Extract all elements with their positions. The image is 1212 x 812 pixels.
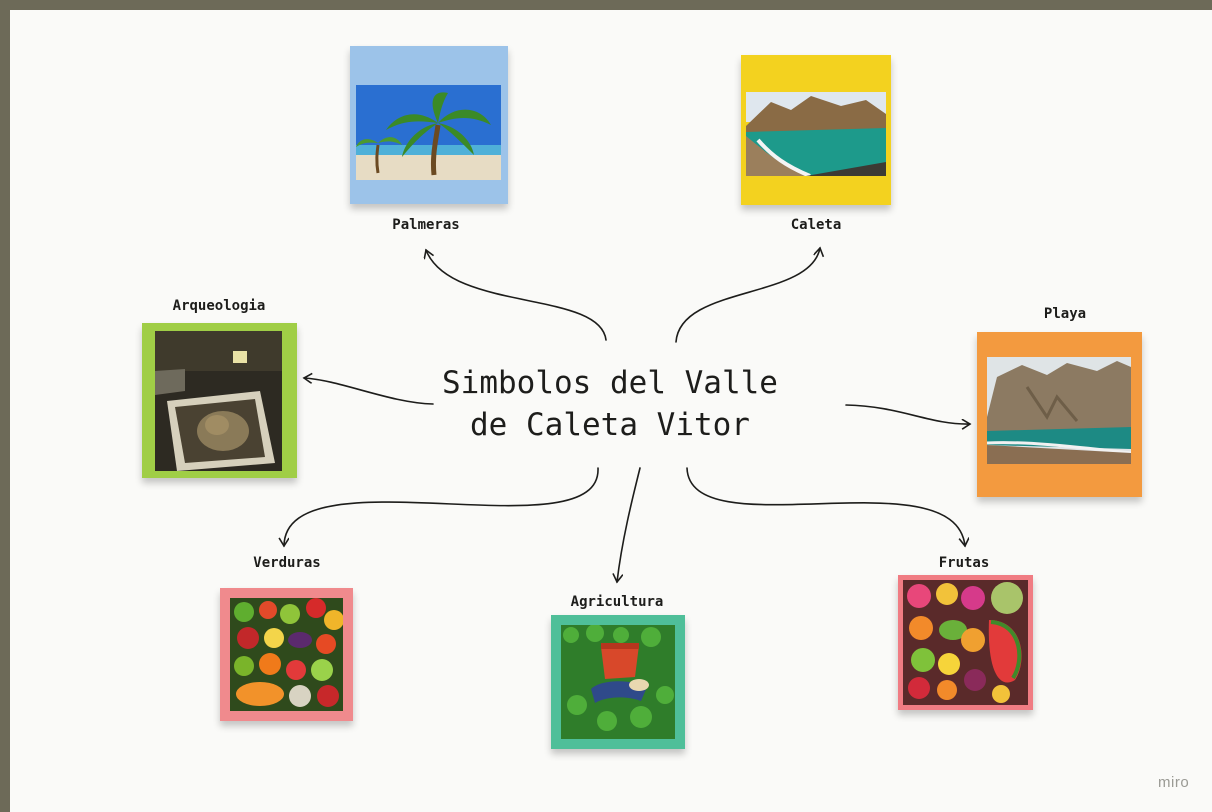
node-palmeras-label: Palmeras xyxy=(392,217,460,233)
node-arqueologia-label: Arqueologia xyxy=(172,298,266,314)
arrow-to-arqueologia[interactable] xyxy=(304,378,434,405)
beach-photo xyxy=(987,357,1131,464)
arrow-to-agricultura[interactable] xyxy=(617,467,641,582)
node-frutas-note[interactable] xyxy=(898,575,1033,710)
node-caleta-note[interactable] xyxy=(741,55,891,205)
mummy-exhibit-photo xyxy=(155,331,282,471)
fruits-photo xyxy=(903,580,1028,705)
miro-logo: miro xyxy=(1158,774,1190,791)
arrow-to-playa[interactable] xyxy=(845,404,970,424)
arrow-to-frutas[interactable] xyxy=(686,467,965,546)
node-frutas-label: Frutas xyxy=(938,555,990,571)
central-topic-line-2: de Caleta Vitor xyxy=(470,407,750,443)
node-agricultura-label: Agricultura xyxy=(570,594,664,610)
arrow-to-caleta[interactable] xyxy=(675,248,820,343)
node-playa-note[interactable] xyxy=(977,332,1142,497)
arrow-to-verduras[interactable] xyxy=(284,467,599,546)
central-topic-line-1: Simbolos del Valle xyxy=(442,365,778,401)
node-palmeras-note[interactable] xyxy=(350,46,508,204)
vegetables-photo xyxy=(230,598,343,711)
node-verduras-label: Verduras xyxy=(253,555,321,571)
node-arqueologia-note[interactable] xyxy=(142,323,297,478)
caleta-bay-photo xyxy=(746,92,886,176)
node-caleta-label: Caleta xyxy=(790,217,842,233)
palm-trees-photo xyxy=(356,85,501,180)
farm-worker-photo xyxy=(561,625,675,739)
node-verduras-note[interactable] xyxy=(220,588,353,721)
node-playa-label: Playa xyxy=(1043,306,1087,322)
node-agricultura-note[interactable] xyxy=(551,615,685,749)
central-topic[interactable]: Simbolos del Valle de Caleta Vitor xyxy=(440,362,780,446)
arrow-to-palmeras[interactable] xyxy=(426,250,607,341)
